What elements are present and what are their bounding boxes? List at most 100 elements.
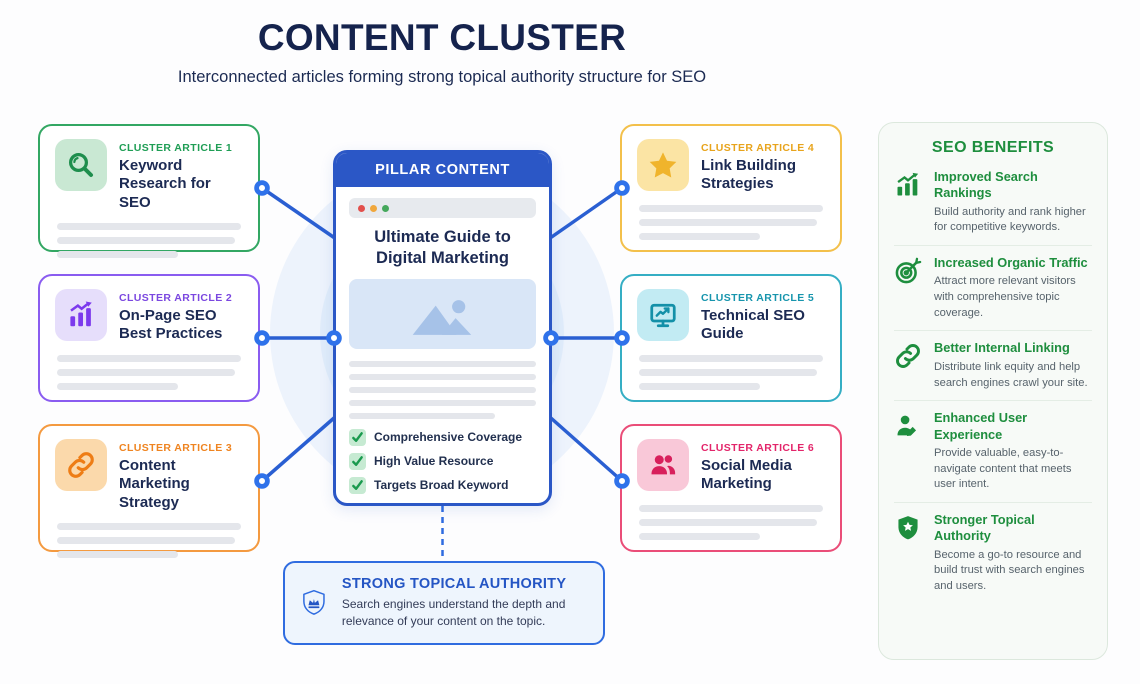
check-label: High Value Resource <box>374 454 494 469</box>
check-label: Comprehensive Coverage <box>374 430 523 445</box>
benefit-item: Better Internal Linking Distribute link … <box>894 340 1092 391</box>
card-top: CLUSTER ARTICLE 3 Content Marketing Stra… <box>55 439 243 512</box>
cluster-label: CLUSTER ARTICLE 2 <box>119 292 233 304</box>
browser-dot-green <box>382 204 389 212</box>
placeholder-line <box>57 522 241 530</box>
cluster-label: CLUSTER ARTICLE 1 <box>119 142 233 154</box>
cluster-card-5[interactable]: CLUSTER ARTICLE 5 Technical SEO Guide <box>620 274 842 402</box>
benefit-description: Become a go-to resource and build trust … <box>934 548 1085 593</box>
cluster-title: Keyword Research for SEO <box>119 157 211 211</box>
benefit-text: Better Internal Linking Distribute link … <box>934 340 1092 391</box>
benefit-title: Stronger Topical Authority <box>934 511 1035 544</box>
benefit-title: Increased Organic Traffic <box>934 255 1088 271</box>
card-top: CLUSTER ARTICLE 6 Social Media Marketing <box>637 439 825 494</box>
cluster-card-6[interactable]: CLUSTER ARTICLE 6 Social Media Marketing <box>620 424 842 552</box>
user-pen-icon <box>894 410 924 493</box>
benefit-item: Stronger Topical Authority Become a go-t… <box>894 512 1092 595</box>
star-icon <box>637 139 689 191</box>
divider <box>894 330 1092 332</box>
cluster-card-3[interactable]: CLUSTER ARTICLE 3 Content Marketing Stra… <box>38 424 260 558</box>
placeholder-line <box>57 368 236 376</box>
check-item: High Value Resource <box>349 452 536 470</box>
placeholder-line <box>639 218 818 226</box>
benefit-item: Enhanced User Experience Provide valuabl… <box>894 410 1092 493</box>
topical-authority-callout: STRONG TOPICAL AUTHORITY Search engines … <box>283 561 605 645</box>
benefit-description: Provide valuable, easy-to-navigate conte… <box>934 446 1072 491</box>
benefit-item: Increased Organic Traffic Attract more r… <box>894 255 1092 321</box>
placeholder-line <box>57 354 241 362</box>
cluster-title: Technical SEO Guide <box>701 307 805 343</box>
card-text: CLUSTER ARTICLE 5 Technical SEO Guide <box>701 289 825 344</box>
placeholder-line <box>639 232 761 240</box>
placeholder-lines <box>637 204 825 240</box>
placeholder-lines <box>55 354 243 390</box>
bar-chart-growth-icon <box>55 289 107 341</box>
pillar-body: Ultimate Guide to Digital Marketing <box>336 187 549 494</box>
placeholder-line <box>639 204 823 212</box>
placeholder-line <box>349 412 495 419</box>
benefit-text: Enhanced User Experience Provide valuabl… <box>934 410 1092 493</box>
pillar-title: Ultimate Guide to Digital Marketing <box>374 228 511 268</box>
shield-star-icon <box>894 512 924 595</box>
placeholder-line <box>57 250 179 258</box>
monitor-chart-icon <box>637 289 689 341</box>
shield-crown-icon <box>303 589 325 615</box>
placeholder-lines <box>55 522 243 558</box>
placeholder-lines <box>55 222 243 258</box>
card-text: CLUSTER ARTICLE 4 Link Building Strategi… <box>701 139 825 194</box>
authority-description: Search engines understand the depth and … <box>341 596 566 628</box>
benefit-description: Attract more relevant visitors with comp… <box>934 275 1076 319</box>
pillar-checklist: Comprehensive Coverage High Value Resour… <box>349 428 536 494</box>
divider <box>894 501 1092 503</box>
benefit-title: Better Internal Linking <box>934 340 1070 356</box>
divider <box>894 400 1092 402</box>
seo-benefits-panel: SEO BENEFITS Improved Search Rankings Bu… <box>878 122 1108 660</box>
check-icon <box>349 452 366 470</box>
browser-dot-red <box>358 204 365 212</box>
header: CONTENT CLUSTER Interconnected articles … <box>0 17 884 87</box>
browser-bar <box>349 198 536 218</box>
card-text: CLUSTER ARTICLE 3 Content Marketing Stra… <box>119 439 243 512</box>
check-icon <box>349 428 366 446</box>
card-text: CLUSTER ARTICLE 2 On-Page SEO Best Pract… <box>119 289 243 344</box>
placeholder-line <box>639 382 761 390</box>
users-icon <box>637 439 689 491</box>
check-icon <box>349 476 366 494</box>
cluster-card-2[interactable]: CLUSTER ARTICLE 2 On-Page SEO Best Pract… <box>38 274 260 402</box>
pillar-content-card[interactable]: PILLAR CONTENT Ultimate Guide to Digital… <box>333 150 552 506</box>
placeholder-line <box>639 518 818 526</box>
chain-link-icon <box>894 340 924 391</box>
cluster-label: CLUSTER ARTICLE 5 <box>701 292 815 304</box>
placeholder-line <box>57 222 241 230</box>
growth-chart-icon <box>894 169 924 236</box>
placeholder-line <box>349 360 536 367</box>
mountains-icon <box>412 299 471 335</box>
cluster-label: CLUSTER ARTICLE 3 <box>119 442 233 454</box>
placeholder-line <box>349 386 536 393</box>
cluster-card-1[interactable]: CLUSTER ARTICLE 1 Keyword Research for S… <box>38 124 260 258</box>
authority-title: STRONG TOPICAL AUTHORITY <box>341 575 567 592</box>
placeholder-lines <box>637 504 825 540</box>
placeholder-line <box>349 373 536 380</box>
card-top: CLUSTER ARTICLE 5 Technical SEO Guide <box>637 289 825 344</box>
placeholder-line <box>57 550 179 558</box>
placeholder-line <box>57 536 236 544</box>
check-label: Targets Broad Keyword <box>374 478 509 493</box>
cluster-card-4[interactable]: CLUSTER ARTICLE 4 Link Building Strategi… <box>620 124 842 252</box>
image-placeholder <box>349 278 536 349</box>
check-item: Targets Broad Keyword <box>349 476 536 494</box>
page-subtitle: Interconnected articles forming strong t… <box>177 67 707 86</box>
authority-text: STRONG TOPICAL AUTHORITY Search engines … <box>342 576 589 631</box>
cluster-title: Content Marketing Strategy <box>119 457 190 511</box>
placeholder-line <box>639 354 823 362</box>
card-top: CLUSTER ARTICLE 1 Keyword Research for S… <box>55 139 243 212</box>
card-text: CLUSTER ARTICLE 1 Keyword Research for S… <box>119 139 243 212</box>
benefits-title: SEO BENEFITS <box>931 139 1055 156</box>
placeholder-line <box>639 504 823 512</box>
cluster-label: CLUSTER ARTICLE 4 <box>701 142 815 154</box>
browser-dot-yellow <box>370 204 377 212</box>
card-top: CLUSTER ARTICLE 2 On-Page SEO Best Pract… <box>55 289 243 344</box>
pillar-header: PILLAR CONTENT <box>336 153 549 187</box>
benefit-text: Stronger Topical Authority Become a go-t… <box>934 512 1092 595</box>
